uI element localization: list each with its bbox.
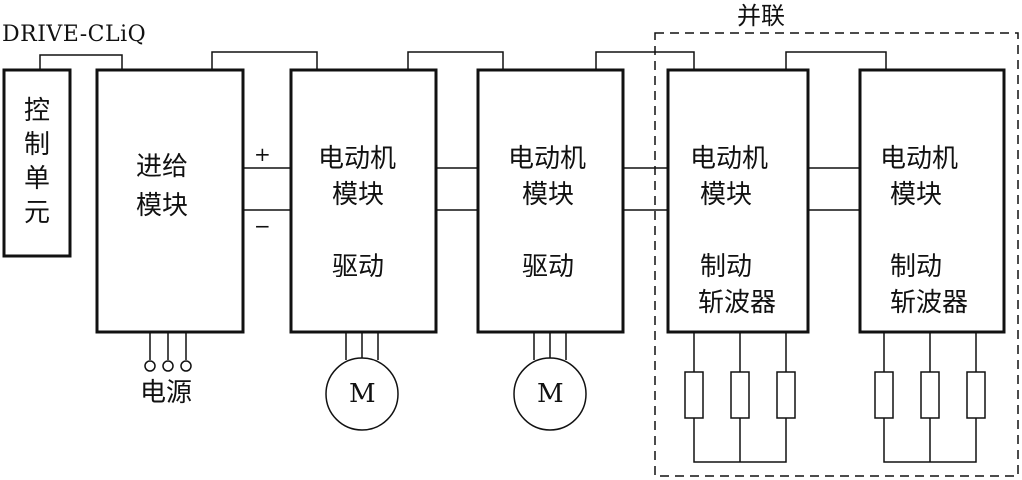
motor-2-letter: M: [537, 379, 564, 409]
power-terminals: [144, 332, 192, 372]
dc-plus-label: +: [254, 142, 271, 166]
motor-module-4-line2: 模块: [890, 180, 943, 210]
motor-module-1-box: [289, 68, 438, 334]
feed-module-line1: 进给: [136, 152, 189, 182]
feed-module-box: [95, 68, 245, 334]
motor-module-4-function2: 斩波器: [890, 288, 969, 318]
drive-cliq-label: DRIVE-CLiQ: [2, 22, 147, 47]
motor-1-letter: M: [349, 379, 376, 409]
feed-module-line2: 模块: [136, 191, 189, 221]
motor-1-symbol: [325, 332, 399, 431]
motor-module-4-line1: 电动机: [880, 144, 959, 174]
motor-module-3-box: [666, 68, 810, 334]
motor-module-4-box: [858, 68, 1006, 334]
motor-module-1-function: 驱动: [332, 252, 385, 282]
control-unit-box: [2, 68, 72, 258]
motor-2-symbol: [513, 332, 587, 431]
motor-module-3-line2: 模块: [700, 180, 753, 210]
parallel-label: 并联: [737, 2, 785, 30]
motor-module-2-line1: 电动机: [508, 144, 587, 174]
motor-module-3-function1: 制动: [700, 252, 753, 282]
brake-resistors-4: [874, 332, 986, 463]
motor-module-3-line1: 电动机: [690, 144, 769, 174]
drive-cliq-links: [39, 51, 887, 70]
brake-resistors-3: [684, 332, 796, 463]
dc-link-lines: [243, 167, 860, 211]
control-unit-label: 控 制 单 元: [23, 96, 50, 228]
motor-module-3-function2: 斩波器: [698, 288, 777, 318]
motor-module-1-line1: 电动机: [318, 144, 397, 174]
motor-module-4-function1: 制动: [890, 252, 943, 282]
parallel-enclosure: [654, 32, 1019, 477]
motor-module-2-function: 驱动: [522, 252, 575, 282]
motor-module-1-line2: 模块: [332, 180, 385, 210]
power-label: 电源: [140, 378, 193, 408]
motor-module-2-line2: 模块: [522, 180, 575, 210]
dc-minus-label: −: [254, 214, 271, 238]
